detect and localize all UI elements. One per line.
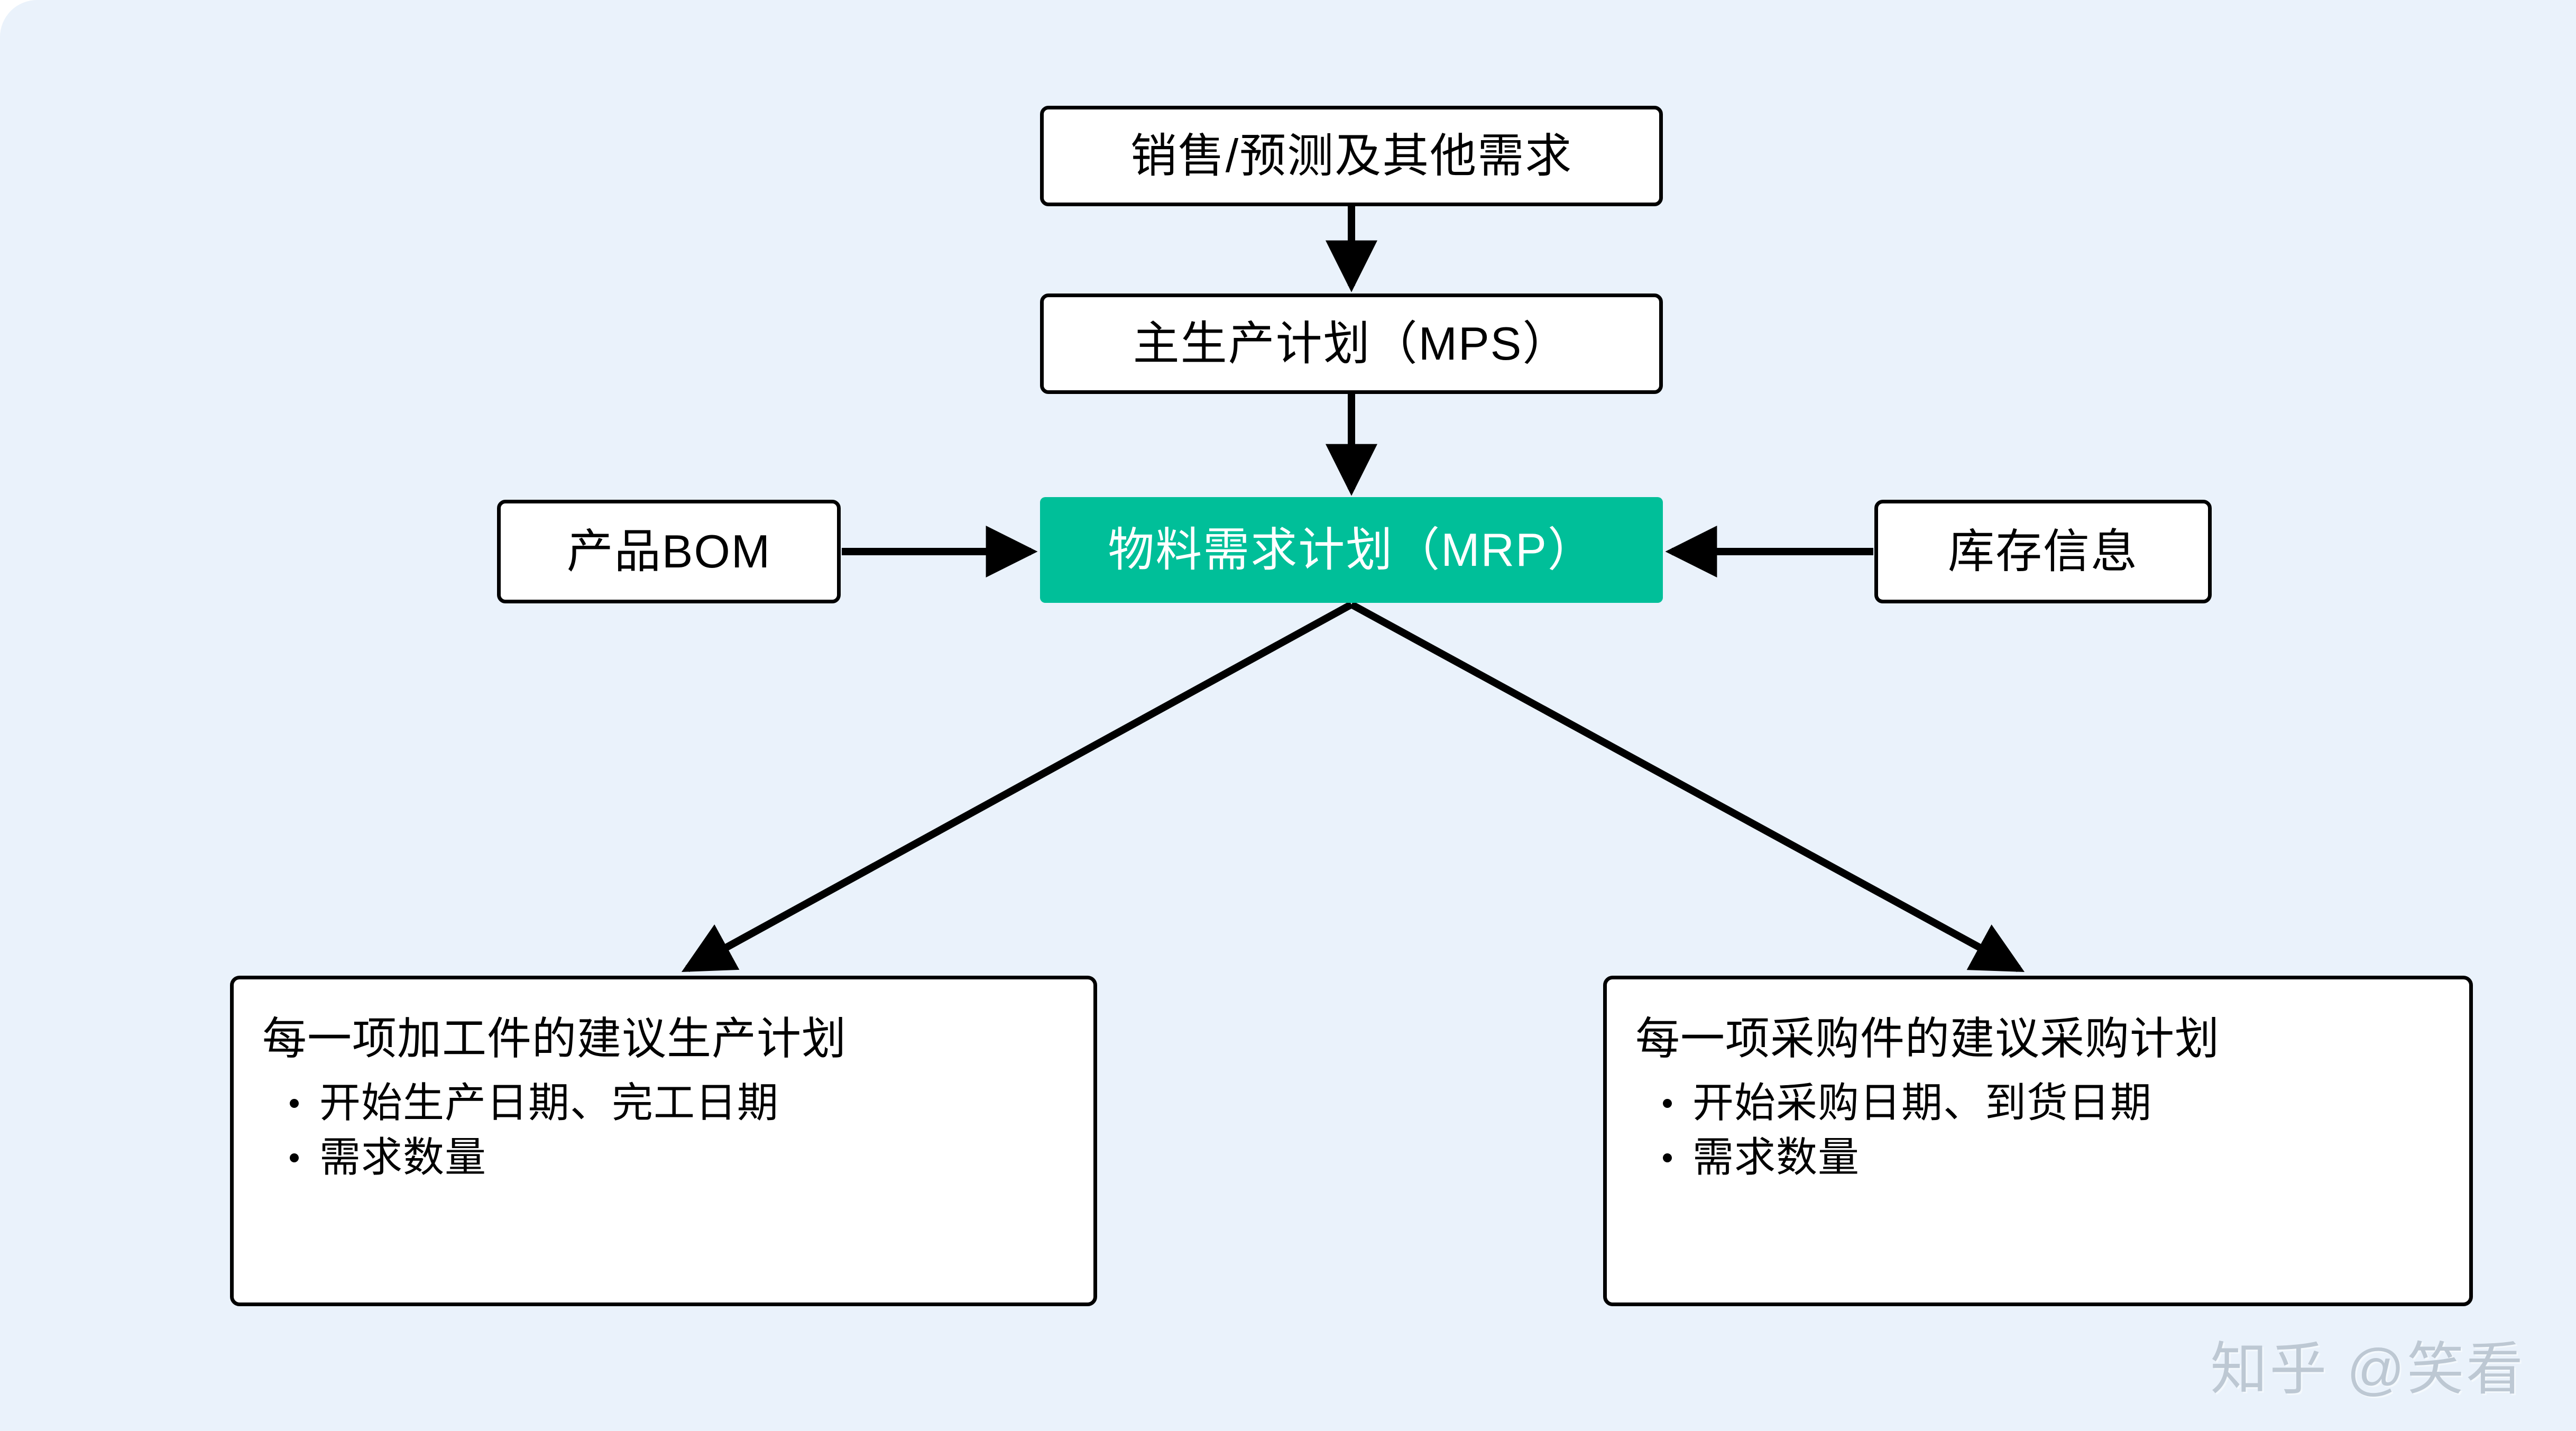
list-item-label: 需求数量 (1692, 1134, 1860, 1181)
node-inventory-information[interactable]: 库存信息 (1874, 500, 2212, 603)
node-inventory-information-label: 库存信息 (1947, 525, 2138, 577)
watermark: 知乎 @笑看 (2210, 1337, 2525, 1401)
purchase-plan-title: 每一项采购件的建议采购计划 (1635, 1014, 2220, 1063)
list-item: 需求数量 (287, 1130, 1065, 1185)
bullet-dot-icon (290, 1098, 299, 1108)
list-item-label: 开始采购日期、到货日期 (1692, 1079, 2152, 1126)
list-item: 开始生产日期、完工日期 (287, 1076, 1065, 1130)
node-production-plan-output[interactable]: 每一项加工件的建议生产计划 开始生产日期、完工日期 需求数量 (230, 976, 1097, 1306)
list-item-label: 开始生产日期、完工日期 (319, 1079, 779, 1126)
bullet-dot-icon (1663, 1153, 1672, 1162)
node-master-production-schedule-label: 主生产计划（MPS） (1133, 317, 1570, 370)
node-product-bom-label: 产品BOM (566, 525, 771, 577)
edge-mrp-to-production-plan (681, 601, 1354, 973)
node-product-bom[interactable]: 产品BOM (497, 500, 841, 603)
edge-mrp-to-purchase-plan (1349, 601, 2025, 973)
bullet-dot-icon (290, 1153, 299, 1162)
purchase-plan-bullet-list: 开始采购日期、到货日期 需求数量 (1635, 1076, 2441, 1185)
production-plan-bullet-list: 开始生产日期、完工日期 需求数量 (262, 1076, 1065, 1185)
node-material-requirements-planning-label: 物料需求计划（MRP） (1108, 523, 1595, 576)
bullet-dot-icon (1663, 1098, 1672, 1108)
node-material-requirements-planning[interactable]: 物料需求计划（MRP） (1040, 497, 1663, 603)
node-purchase-plan-output[interactable]: 每一项采购件的建议采购计划 开始采购日期、到货日期 需求数量 (1603, 976, 2473, 1306)
list-item-label: 需求数量 (319, 1134, 487, 1181)
node-sales-forecast-demand[interactable]: 销售/预测及其他需求 (1040, 106, 1663, 206)
node-sales-forecast-demand-label: 销售/预测及其他需求 (1130, 129, 1573, 182)
production-plan-title: 每一项加工件的建议生产计划 (262, 1014, 847, 1063)
list-item: 开始采购日期、到货日期 (1660, 1076, 2441, 1130)
node-master-production-schedule[interactable]: 主生产计划（MPS） (1040, 293, 1663, 394)
list-item: 需求数量 (1660, 1130, 2441, 1185)
